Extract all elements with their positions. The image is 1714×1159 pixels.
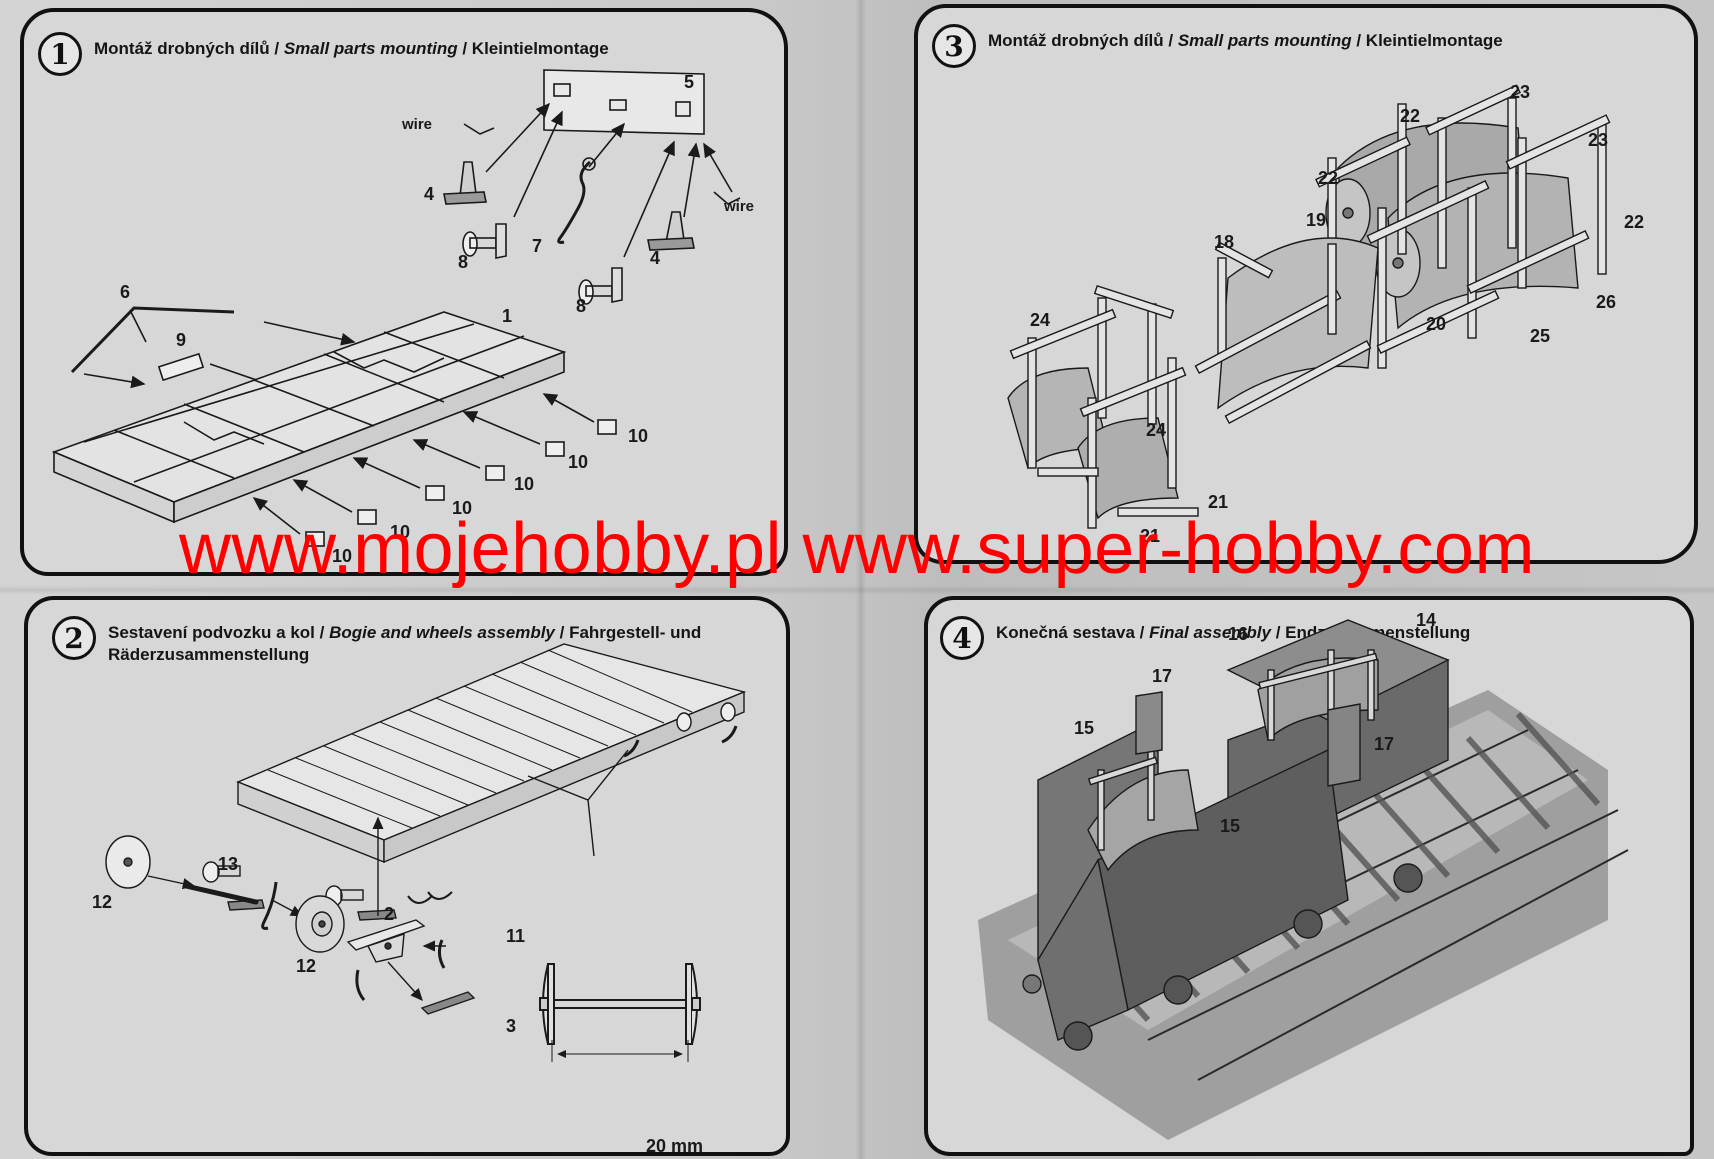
- label-part-14: 14: [1416, 610, 1437, 630]
- step-3-panel: 3 Montáž drobných dílů / Small parts mou…: [914, 4, 1698, 564]
- label-part-17-right: 17: [1374, 734, 1395, 754]
- label-part-15-right: 15: [1220, 816, 1241, 836]
- step-4-drawing: [978, 619, 1629, 1140]
- label-part-6: 6: [120, 282, 131, 302]
- step-3-drawing: [1007, 84, 1611, 529]
- label-part-12-bottom: 12: [296, 956, 317, 976]
- label-part-15-left: 15: [1074, 718, 1095, 738]
- label-part-4-left: 4: [424, 184, 435, 204]
- label-part-8-right: 8: [576, 296, 587, 316]
- step-2-drawing: [105, 643, 747, 1062]
- label-part-19: 19: [1306, 210, 1327, 230]
- label-part-23-right: 23: [1588, 130, 1609, 150]
- step-1-panel: 1 Montáž drobných dílů / Small parts mou…: [20, 8, 788, 576]
- label-part-10-d: 10: [452, 498, 473, 518]
- step-3-title: Montáž drobných dílů / Small parts mount…: [988, 31, 1503, 50]
- label-part-26: 26: [1596, 292, 1617, 312]
- label-wire-left: wire: [402, 116, 433, 133]
- label-part-25: 25: [1530, 326, 1551, 346]
- label-part-13: 13: [218, 854, 239, 874]
- plate-part-3: [420, 991, 476, 1015]
- beam-hole-right: [675, 101, 691, 117]
- step-1-header: 1 Montáž drobných dílů / Small parts mou…: [38, 32, 609, 76]
- label-part-8-left: 8: [458, 252, 469, 272]
- label-part-20: 20: [1426, 314, 1447, 334]
- label-part-2: 2: [384, 904, 395, 924]
- paper-fold-vertical: [856, 0, 866, 1159]
- label-part-12-top: 12: [92, 892, 113, 912]
- label-part-22-right: 22: [1624, 212, 1645, 232]
- label-part-23-top: 23: [1510, 82, 1531, 102]
- label-part-1: 1: [502, 306, 513, 326]
- label-part-5: 5: [684, 72, 695, 92]
- label-part-10-e: 10: [390, 522, 411, 542]
- step-3-header: 3 Montáž drobných dílů / Small parts mou…: [932, 24, 1503, 68]
- wire-right: [713, 191, 741, 205]
- step-4-number: 4: [940, 616, 984, 660]
- label-part-24-back: 24: [1030, 310, 1051, 330]
- label-part-24-front: 24: [1146, 420, 1167, 440]
- beam-hole-left: [553, 83, 571, 97]
- step-2-panel: 2 Sestavení podvozku a kol / Bogie and w…: [24, 596, 790, 1156]
- step-1-number: 1: [38, 32, 82, 76]
- label-part-3: 3: [506, 1016, 517, 1036]
- label-part-17-left: 17: [1152, 666, 1173, 686]
- label-part-21-left: 21: [1140, 526, 1161, 546]
- label-part-18: 18: [1214, 232, 1235, 252]
- wire-left: [463, 123, 495, 135]
- step-2-header: 2 Sestavení podvozku a kol / Bogie and w…: [52, 616, 701, 666]
- label-part-21-right: 21: [1208, 492, 1229, 512]
- beam-hole-mid: [609, 99, 627, 111]
- label-part-11: 11: [506, 926, 526, 946]
- label-part-10-a: 10: [628, 426, 649, 446]
- label-part-7: 7: [532, 236, 543, 256]
- axle-box-part-2: [346, 919, 426, 951]
- label-part-16: 16: [1228, 624, 1249, 644]
- label-wire-right: wire: [724, 198, 755, 215]
- label-part-22-left: 22: [1318, 168, 1339, 188]
- gauge-dimension: 20 mm: [646, 1136, 704, 1156]
- step-3-number: 3: [932, 24, 976, 68]
- step-2-number: 2: [52, 616, 96, 660]
- label-part-10-b: 10: [568, 452, 589, 472]
- step-4-panel: 4 Konečná sestava / Final assembly / End…: [924, 596, 1694, 1156]
- step-1-drawing: [51, 69, 741, 547]
- label-part-10-f: 10: [332, 546, 353, 566]
- label-part-9: 9: [176, 330, 187, 350]
- label-part-4-right: 4: [650, 248, 661, 268]
- shop-watermark: www.mojehobby.pl www.super-hobby.com: [179, 509, 1535, 589]
- label-part-22-top: 22: [1400, 106, 1421, 126]
- step-1-title: Montáž drobných dílů / Small parts mount…: [94, 39, 609, 58]
- paper-fold-horizontal: [0, 585, 1714, 595]
- step-2-title: Sestavení podvozku a kol / Bogie and whe…: [108, 623, 702, 664]
- label-part-10-c: 10: [514, 474, 535, 494]
